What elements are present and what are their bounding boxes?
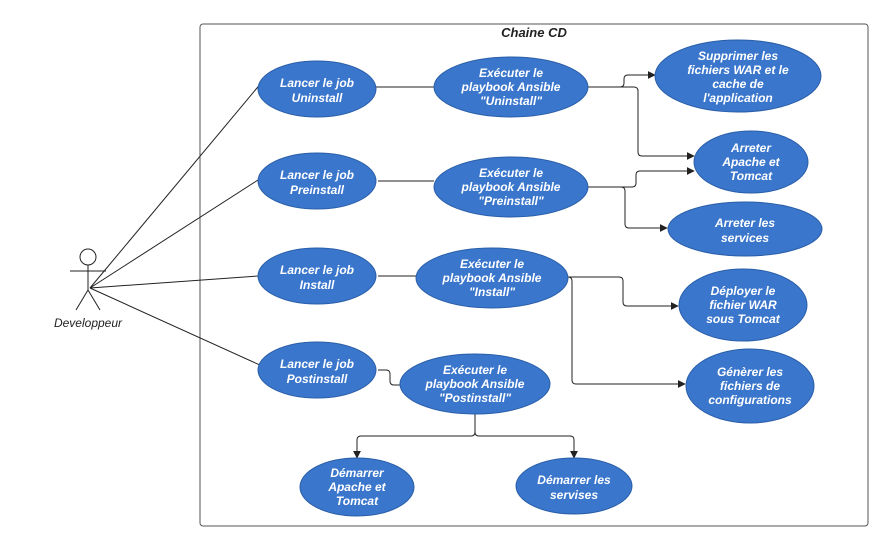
actor-right-leg <box>87 289 101 311</box>
arrow-to-generer <box>567 276 686 388</box>
supprimer-line2: fichiers WAR et le <box>687 63 789 77</box>
pb-preinstall-line3: "Preinstall" <box>478 194 544 208</box>
arrow-preinstall-to-arreter-apache <box>588 167 695 188</box>
link-uc-postinstall-pb <box>378 369 402 386</box>
demarrer-apache-line2: Apache et <box>327 480 386 494</box>
pb-postinstall-line2: playbook Ansible <box>425 377 525 391</box>
uc-lancer-preinstall-line1: Lancer le job <box>280 168 354 182</box>
generer-line3: configurations <box>708 393 792 407</box>
generer-line1: Génèrer les <box>717 365 783 379</box>
pb-postinstall-line3: "Postinstall" <box>439 391 511 405</box>
assoc-preinstall <box>89 179 259 289</box>
uc-lancer-uninstall-line2: Uninstall <box>292 91 343 105</box>
arreter-services-line1: Arreter les <box>714 216 775 230</box>
arreter-apache-line1: Arreter <box>730 141 772 155</box>
supprimer-line4: l'application <box>703 91 773 105</box>
deployer-line1: Déployer le <box>711 284 776 298</box>
arrow-to-deployer <box>568 276 679 310</box>
demarrer-services-line2: servises <box>550 488 598 502</box>
arreter-apache-line2: Apache et <box>721 155 780 169</box>
arreter-apache-line3: Tomcat <box>730 169 773 183</box>
uc-lancer-postinstall-line2: Postinstall <box>287 372 348 386</box>
system-title: Chaine CD <box>501 25 567 40</box>
supprimer-line1: Supprimer les <box>698 49 778 63</box>
pb-uninstall-line3: "Uninstall" <box>480 94 542 108</box>
actor-left-leg <box>75 289 89 311</box>
supprimer-line3: cache de <box>712 77 764 91</box>
arrow-to-arreter-services <box>588 186 668 232</box>
assoc-postinstall <box>89 287 263 367</box>
assoc-uninstall <box>89 81 263 289</box>
demarrer-services-line1: Démarrer les <box>537 473 611 487</box>
pb-install-line3: "Install" <box>469 285 515 299</box>
uc-lancer-postinstall-line1: Lancer le job <box>280 357 354 371</box>
uc-lancer-install-line2: Install <box>300 278 335 292</box>
demarrer-apache-line1: Démarrer <box>330 466 385 480</box>
uc-lancer-install-line1: Lancer le job <box>280 263 354 277</box>
actor-label: Developpeur <box>54 316 123 330</box>
actor-head <box>79 248 97 266</box>
pb-uninstall-line1: Exécuter le <box>479 66 543 80</box>
pb-install-line1: Exécuter le <box>460 257 524 271</box>
actor-associations <box>89 81 263 367</box>
arrow-uninstall-to-arreter-apache <box>588 86 695 160</box>
connectors <box>353 71 695 459</box>
assoc-install <box>89 275 259 289</box>
pb-install-line2: playbook Ansible <box>442 271 542 285</box>
pb-preinstall-line1: Exécuter le <box>479 166 543 180</box>
arreter-services-line2: services <box>721 231 769 245</box>
deployer-line3: sous Tomcat <box>706 312 781 326</box>
pb-preinstall-line2: playbook Ansible <box>461 180 561 194</box>
demarrer-apache-line3: Tomcat <box>336 494 379 508</box>
actor-developpeur <box>70 248 106 311</box>
deployer-line2: fichier WAR <box>709 298 777 312</box>
generer-line2: fichiers de <box>720 379 780 393</box>
pb-uninstall-line2: playbook Ansible <box>461 80 561 94</box>
pb-postinstall-line1: Exécuter le <box>443 363 507 377</box>
uc-lancer-uninstall-line1: Lancer le job <box>280 76 354 90</box>
uc-lancer-preinstall-line2: Preinstall <box>290 183 345 197</box>
arrow-to-demarrer-services <box>474 431 578 459</box>
